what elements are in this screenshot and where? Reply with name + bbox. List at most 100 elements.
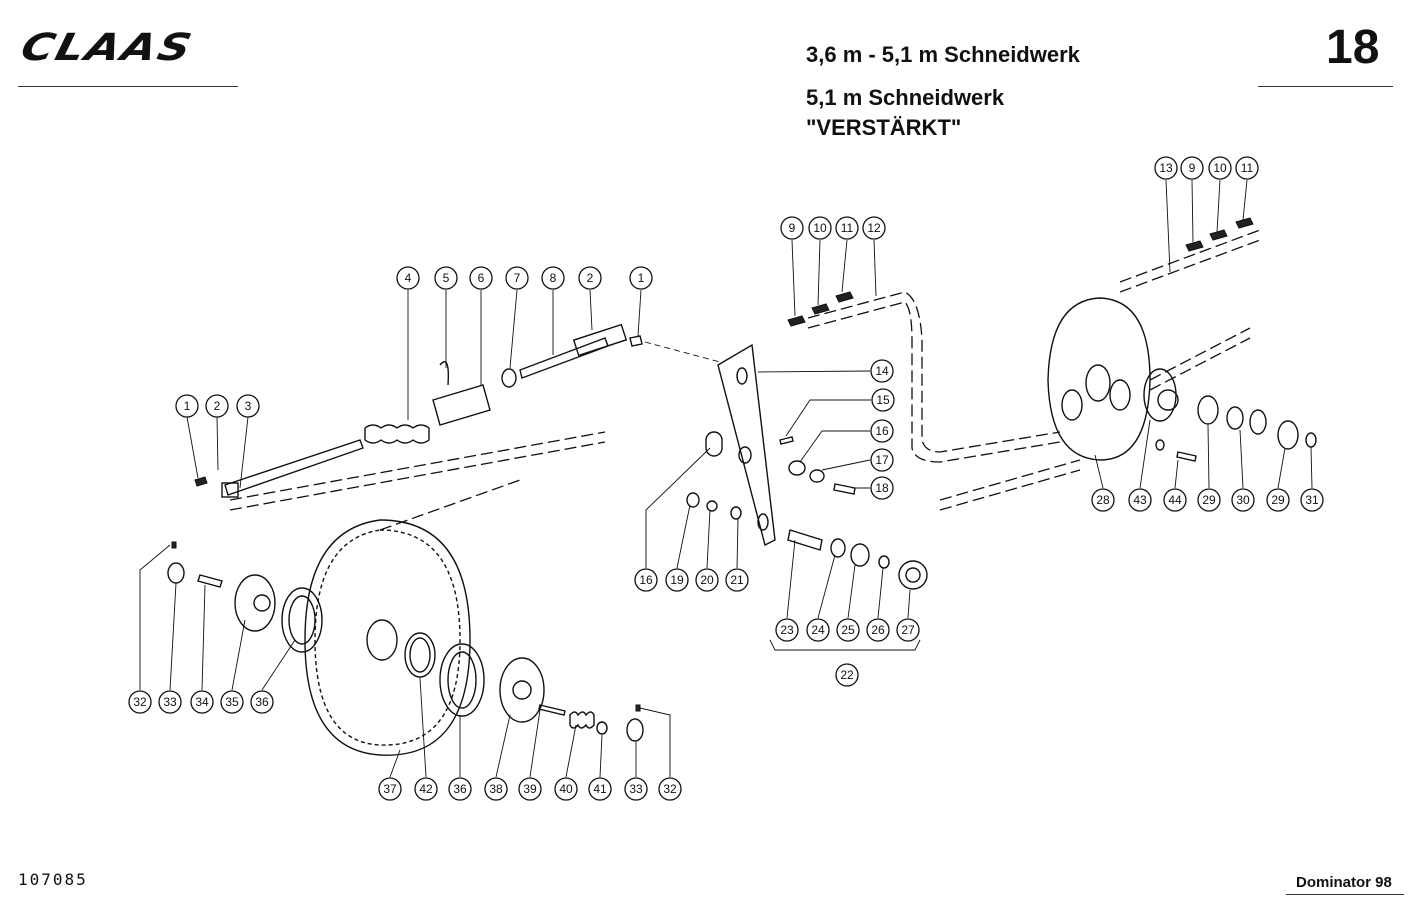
svg-text:1: 1 <box>638 271 645 285</box>
callout-36-left: 36 <box>250 690 274 714</box>
callout-15: 15 <box>871 388 895 412</box>
callout-34: 34 <box>190 690 214 714</box>
callout-14: 14 <box>870 359 894 383</box>
large-sprocket-right <box>787 217 1317 462</box>
svg-text:25: 25 <box>841 623 855 637</box>
callout-40: 40 <box>554 777 578 801</box>
callout-42: 42 <box>414 777 438 801</box>
svg-text:32: 32 <box>133 695 147 709</box>
svg-text:12: 12 <box>867 221 881 235</box>
svg-text:44: 44 <box>1168 493 1182 507</box>
svg-text:15: 15 <box>876 393 890 407</box>
page-subtitle: 5,1 m Schneidwerk <box>806 85 1005 110</box>
svg-text:14: 14 <box>875 364 889 378</box>
callout-9-right: 9 <box>1180 156 1204 180</box>
callout-6: 6 <box>469 266 493 290</box>
large-sprocket-left <box>167 519 644 756</box>
logo-underline <box>18 86 238 87</box>
callout-21: 21 <box>725 568 749 592</box>
callout-4: 4 <box>396 266 420 290</box>
callout-25: 25 <box>836 618 860 642</box>
svg-text:20: 20 <box>700 573 714 587</box>
svg-text:2: 2 <box>214 399 221 413</box>
callout-17: 17 <box>870 448 894 472</box>
callout-37: 37 <box>378 777 402 801</box>
svg-text:23: 23 <box>780 623 794 637</box>
svg-text:8: 8 <box>550 271 557 285</box>
svg-text:34: 34 <box>195 695 209 709</box>
svg-text:35: 35 <box>225 695 239 709</box>
svg-text:27: 27 <box>901 623 915 637</box>
svg-text:42: 42 <box>419 782 433 796</box>
svg-text:38: 38 <box>489 782 503 796</box>
model-underline <box>1286 894 1404 895</box>
callout-36-right: 36 <box>448 777 472 801</box>
svg-text:22: 22 <box>840 668 854 682</box>
callout-22: 22 <box>835 663 859 687</box>
svg-text:7: 7 <box>514 271 521 285</box>
callout-23: 23 <box>775 618 799 642</box>
callout-16-right: 16 <box>870 419 894 443</box>
callout-12: 12 <box>862 216 886 240</box>
svg-text:29: 29 <box>1271 493 1285 507</box>
svg-text:33: 33 <box>163 695 177 709</box>
svg-text:17: 17 <box>875 453 889 467</box>
callout-35: 35 <box>220 690 244 714</box>
svg-text:1: 1 <box>184 399 191 413</box>
callout-29-first: 29 <box>1197 488 1221 512</box>
callout-10-right: 10 <box>1208 156 1232 180</box>
callout-32-left: 32 <box>128 690 152 714</box>
callout-43: 43 <box>1128 488 1152 512</box>
svg-text:9: 9 <box>789 221 796 235</box>
drawing-number: 107085 <box>18 870 88 889</box>
callout-16-left: 16 <box>634 568 658 592</box>
callout-2-left: 2 <box>205 394 229 418</box>
svg-text:11: 11 <box>1241 161 1254 175</box>
callout-9-mid: 9 <box>780 216 804 240</box>
svg-text:18: 18 <box>875 481 889 495</box>
svg-text:16: 16 <box>639 573 653 587</box>
svg-text:4: 4 <box>405 271 412 285</box>
page-number-underline <box>1258 86 1393 87</box>
svg-text:10: 10 <box>1213 161 1227 175</box>
page-number: 18 <box>1326 21 1380 74</box>
model-name: Dominator 98 <box>1296 874 1392 891</box>
callout-10-mid: 10 <box>808 216 832 240</box>
svg-text:30: 30 <box>1236 493 1250 507</box>
svg-text:10: 10 <box>813 221 827 235</box>
callout-1-left: 1 <box>175 394 199 418</box>
svg-text:19: 19 <box>670 573 684 587</box>
svg-text:6: 6 <box>478 271 485 285</box>
shaft-assembly <box>194 323 721 498</box>
callout-38: 38 <box>484 777 508 801</box>
svg-text:21: 21 <box>730 573 744 587</box>
svg-text:13: 13 <box>1159 161 1173 175</box>
svg-text:31: 31 <box>1305 493 1319 507</box>
svg-text:41: 41 <box>593 782 607 796</box>
callout-27: 27 <box>896 618 920 642</box>
callout-3: 3 <box>236 394 260 418</box>
svg-text:5: 5 <box>443 271 450 285</box>
callout-30: 30 <box>1231 488 1255 512</box>
page-subtitle-variant: "VERSTÄRKT" <box>806 115 962 140</box>
page-title: 3,6 m - 5,1 m Schneidwerk <box>806 42 1080 67</box>
callout-5: 5 <box>434 266 458 290</box>
frame-dashed-outline <box>229 229 1261 531</box>
callout-26: 26 <box>866 618 890 642</box>
svg-text:33: 33 <box>629 782 643 796</box>
svg-text:36: 36 <box>453 782 467 796</box>
svg-text:39: 39 <box>523 782 537 796</box>
callout-33-right: 33 <box>624 777 648 801</box>
callout-11-right: 11 <box>1235 156 1259 180</box>
callout-11-mid: 11 <box>835 216 859 240</box>
callout-19: 19 <box>665 568 689 592</box>
callout-28: 28 <box>1091 488 1115 512</box>
mounting-plate <box>686 343 856 547</box>
svg-text:16: 16 <box>875 424 889 438</box>
callout-1-upper: 1 <box>629 266 653 290</box>
svg-text:28: 28 <box>1096 493 1110 507</box>
leader-lines <box>139 179 1313 778</box>
callout-33-left: 33 <box>158 690 182 714</box>
